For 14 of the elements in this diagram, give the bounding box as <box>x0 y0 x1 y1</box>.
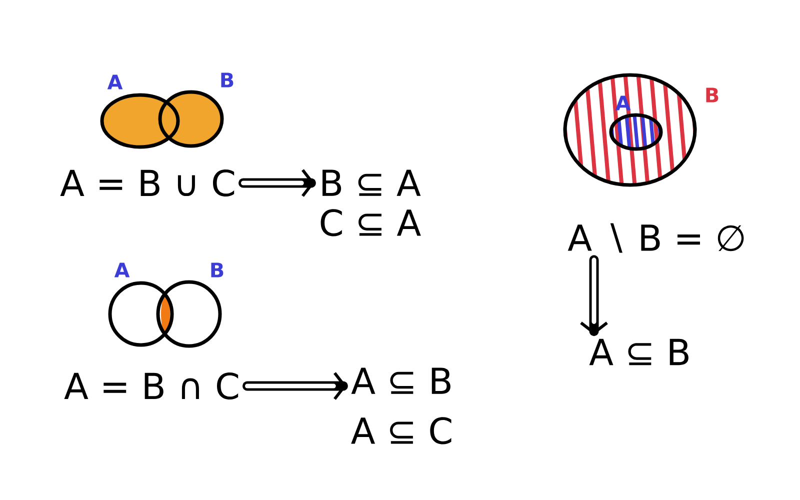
formula: A = B ∪ C <box>60 169 234 197</box>
implies-arrow <box>238 169 316 197</box>
formula: B ⊆ A C ⊆ A <box>320 170 421 236</box>
node-label: B <box>211 262 224 278</box>
node-label: B <box>706 88 718 102</box>
formula: A ⊆ B <box>589 338 688 366</box>
implies-arrow <box>580 255 608 336</box>
formula: A ⊆ B A ⊆ C <box>351 368 452 444</box>
node-label: A <box>114 262 130 278</box>
formula: A ∖ B = ∅ <box>568 223 744 253</box>
node-label: B <box>221 72 234 88</box>
implies-arrow <box>242 372 348 400</box>
formula: A = B ∩ C <box>64 372 238 400</box>
node-label: A <box>107 74 123 90</box>
